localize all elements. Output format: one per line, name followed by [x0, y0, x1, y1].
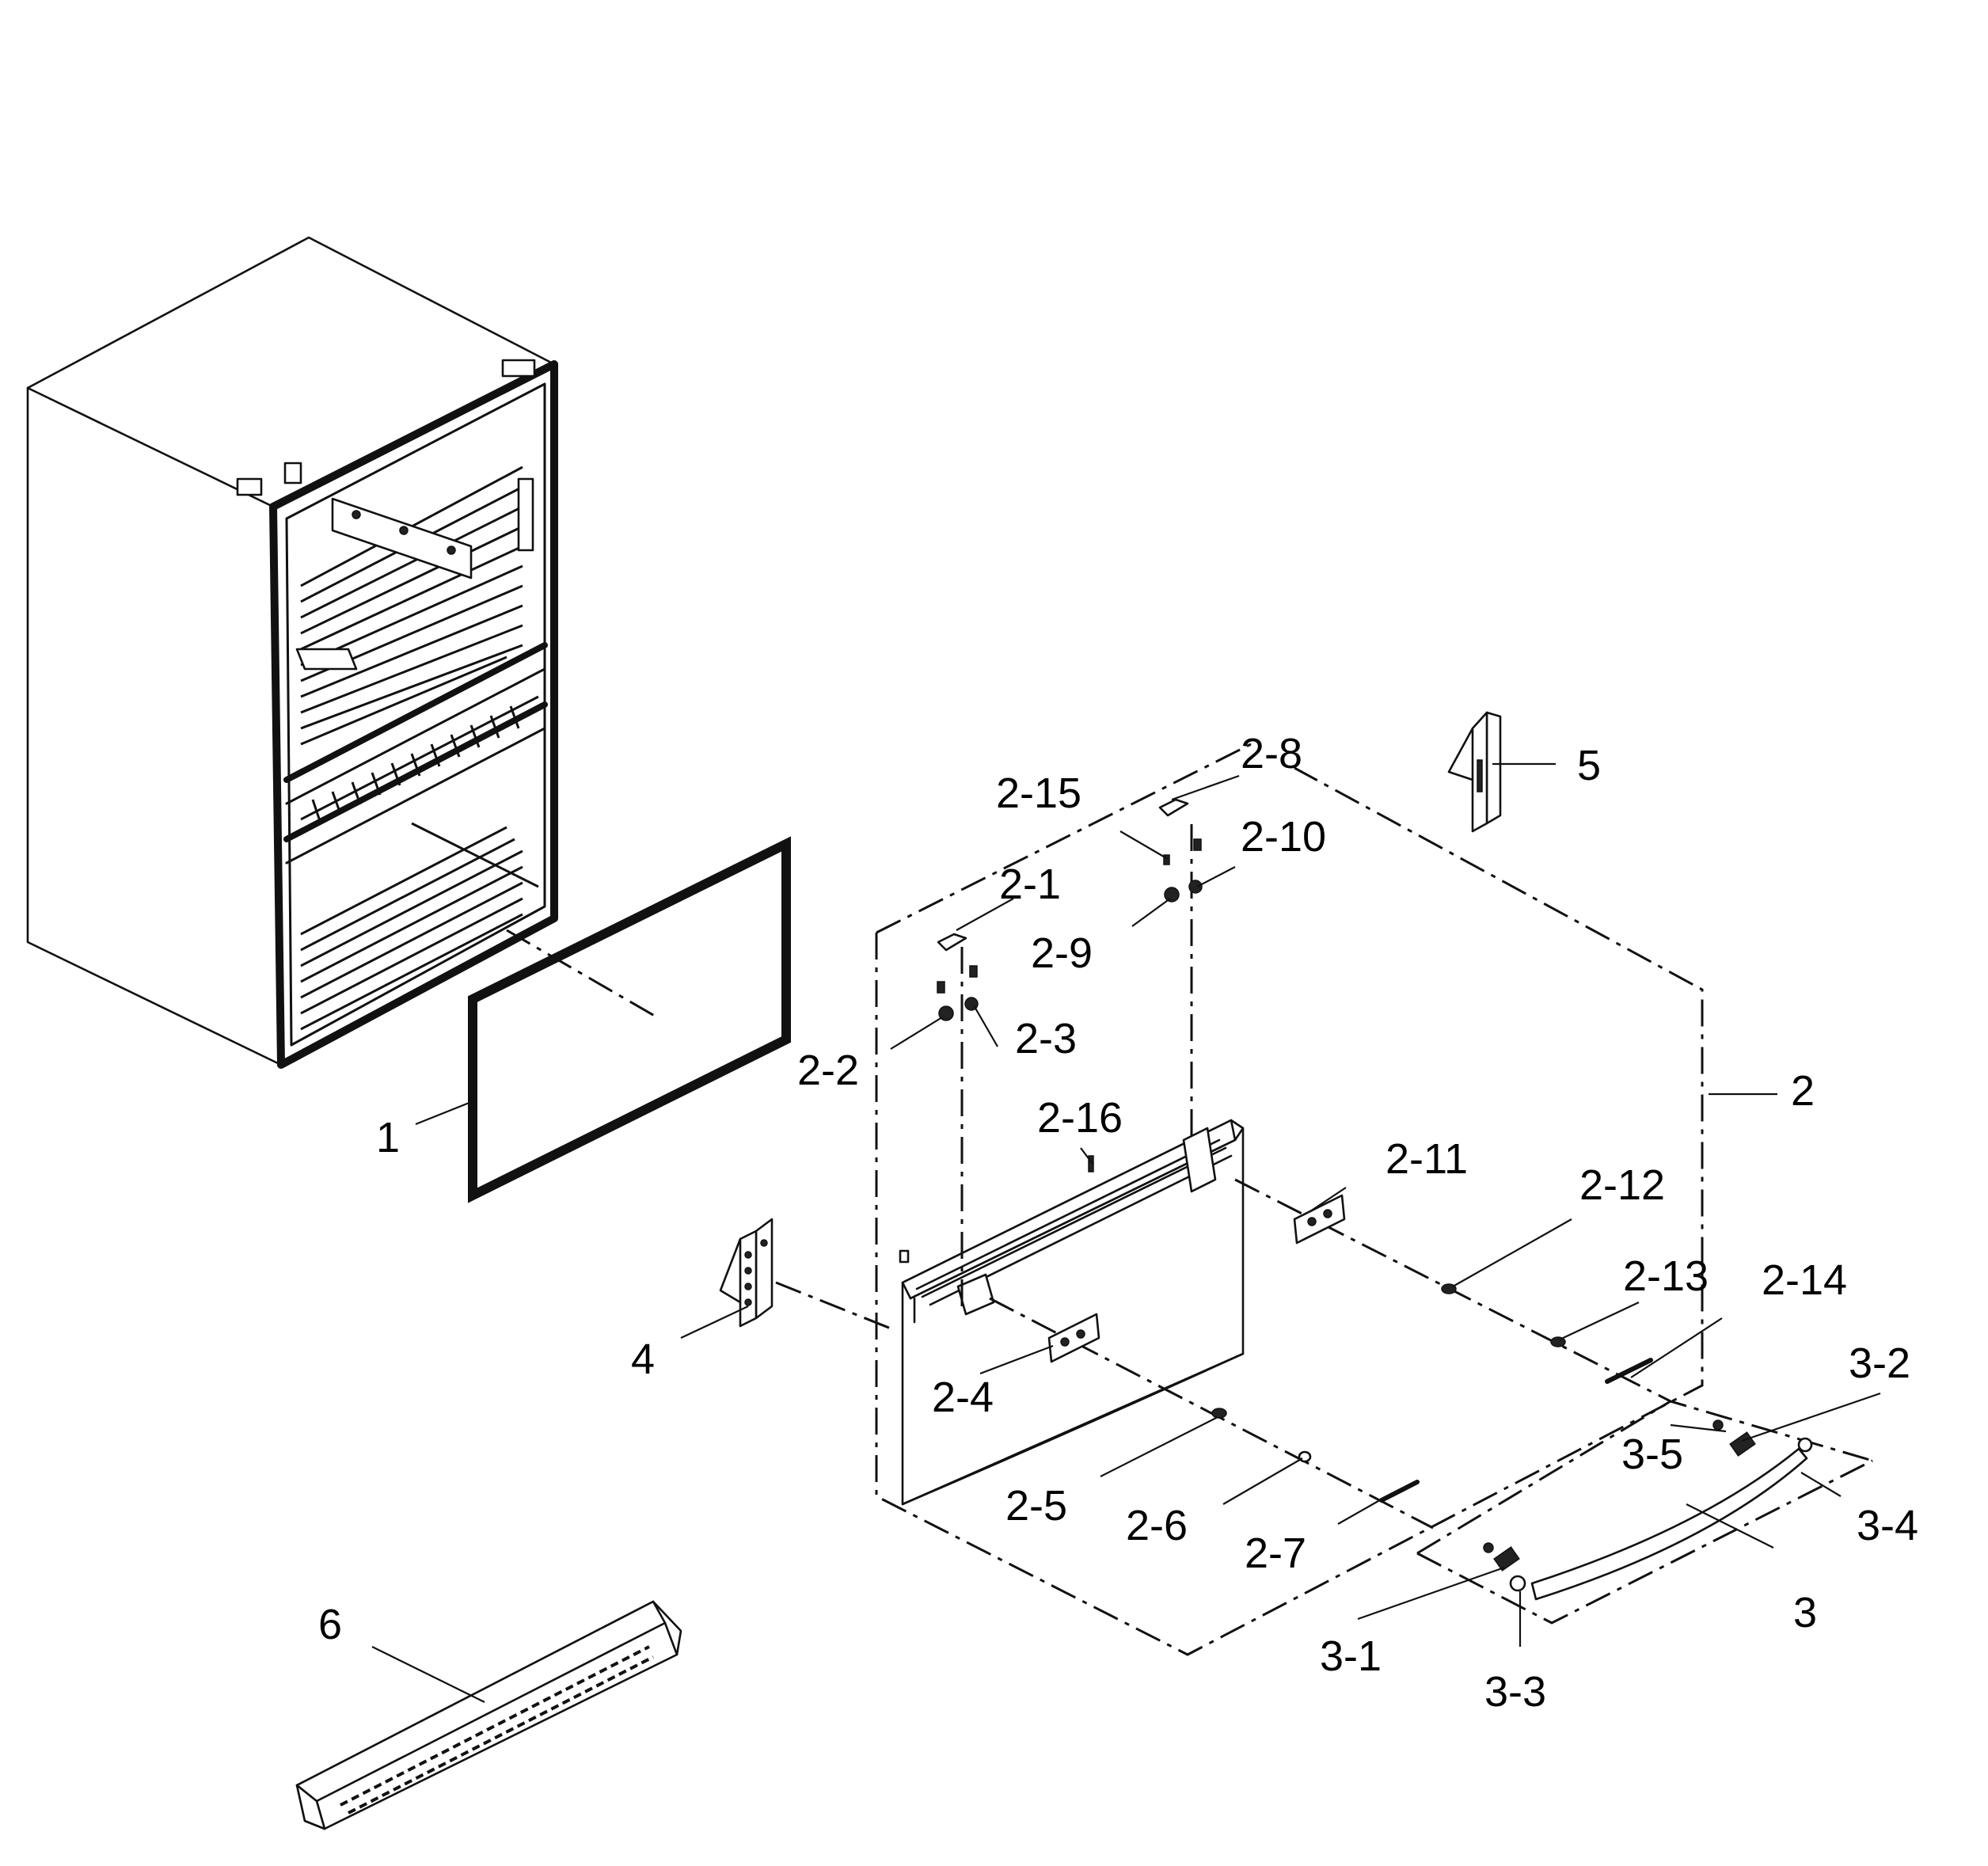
callout-2-8: 2-8	[1241, 730, 1302, 777]
callout-2-14: 2-14	[1762, 1256, 1847, 1304]
callout-3-2: 3-2	[1849, 1340, 1910, 1387]
door-handle	[1416, 1400, 1873, 1625]
door-hardware	[899, 798, 1653, 1503]
callout-2-5: 2-5	[1005, 1482, 1067, 1530]
freezer-door-panel	[901, 1119, 1245, 1506]
callout-3-4: 3-4	[1857, 1502, 1918, 1549]
callout-2-10: 2-10	[1241, 813, 1326, 861]
callout-3-1: 3-1	[1320, 1632, 1382, 1680]
callout-2-3: 2-3	[1015, 1015, 1077, 1062]
callout-2: 2	[1791, 1067, 1815, 1115]
callout-6: 6	[318, 1601, 342, 1648]
callout-3-5: 3-5	[1621, 1431, 1683, 1478]
callout-2-13: 2-13	[1623, 1252, 1709, 1300]
door-shelf-basket	[295, 1600, 682, 1830]
callout-2-11: 2-11	[1386, 1135, 1468, 1183]
lower-left-hinge	[719, 1218, 774, 1328]
callout-2-1: 2-1	[999, 861, 1061, 908]
callout-1: 1	[376, 1114, 400, 1161]
upper-right-hinge	[1447, 711, 1502, 833]
callout-2-9: 2-9	[1031, 929, 1093, 977]
callout-2-2: 2-2	[797, 1047, 859, 1094]
callout-2-6: 2-6	[1126, 1502, 1188, 1549]
callout-4: 4	[631, 1336, 655, 1383]
callout-2-16: 2-16	[1037, 1094, 1123, 1142]
leader-lines	[371, 762, 1881, 1703]
callout-2-15: 2-15	[996, 770, 1081, 817]
callout-2-7: 2-7	[1245, 1530, 1306, 1577]
callout-2-12: 2-12	[1579, 1161, 1665, 1209]
callout-labels: 1 2 2-1 2-2 2-3 2-4 2-5 2-6 2-7 2-8 2-9 …	[318, 730, 1918, 1716]
callout-5: 5	[1577, 742, 1601, 789]
door-gasket	[468, 836, 791, 1203]
refrigerator-cabinet	[26, 236, 558, 1069]
callout-2-4: 2-4	[932, 1374, 994, 1421]
callout-3-3: 3-3	[1484, 1668, 1546, 1716]
callout-3: 3	[1793, 1589, 1817, 1636]
